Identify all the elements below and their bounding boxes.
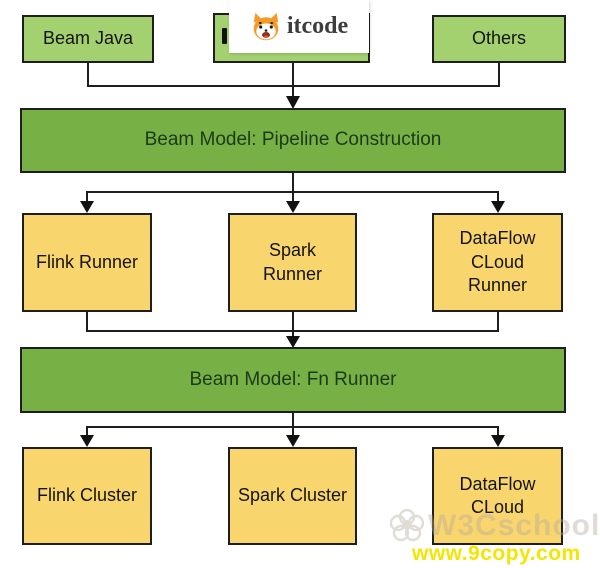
itcode-logo-text: itcode [286,13,349,39]
node-label: Beam Model: Fn Runner [189,368,397,390]
shiba-mascot-icon [253,12,279,40]
arrowhead-dataflow-runner [491,201,505,213]
connector-dataflowrunner-to-bar2 [292,311,499,332]
node-others: Others [432,15,566,63]
arrowhead-flink-runner [80,201,94,213]
node-flink-runner: Flink Runner [22,213,152,312]
node-label: Beam Model: Pipeline Construction [144,129,442,151]
node-beam-model-pipeline-construction: Beam Model: Pipeline Construction [20,108,566,173]
node-label: Spark Cluster [237,485,348,506]
site-url-watermark: www.9copy.com [412,542,581,565]
connector-beamjava-to-bar [87,62,294,87]
node-label: Flink Runner [35,251,139,272]
node-label: DataFlow CLoud [459,473,536,517]
node-label: DataFlow CLoud Runner [459,228,536,296]
connector-others-to-bar [292,62,500,87]
node-spark-cluster: Spark Cluster [228,447,357,545]
arrowhead-spark-cluster [286,435,300,447]
node-label: Others [471,28,527,49]
node-dataflow-cloud-runner: DataFlow CLoud Runner [432,213,563,312]
node-dataflow-cloud: DataFlow CLoud [432,447,563,545]
covered-label-fragment [222,28,227,44]
arrowhead-flink-cluster [80,435,94,447]
node-spark-runner: Spark Runner [228,213,357,312]
node-beam-model-fn-runner: Beam Model: Fn Runner [20,347,566,413]
node-label: Beam Java [42,28,134,49]
node-flink-cluster: Flink Cluster [22,447,152,545]
arrowhead-dataflow-cloud [491,435,505,447]
node-beam-java: Beam Java [22,15,154,63]
flower-watermark-icon [390,509,424,542]
arrowhead-spark-runner [286,201,300,213]
connector-flinkrunner-to-bar2 [86,311,294,332]
node-label: Spark Runner [262,240,323,284]
itcode-logo-overlay: itcode [229,0,369,53]
node-label: Flink Cluster [36,485,138,506]
